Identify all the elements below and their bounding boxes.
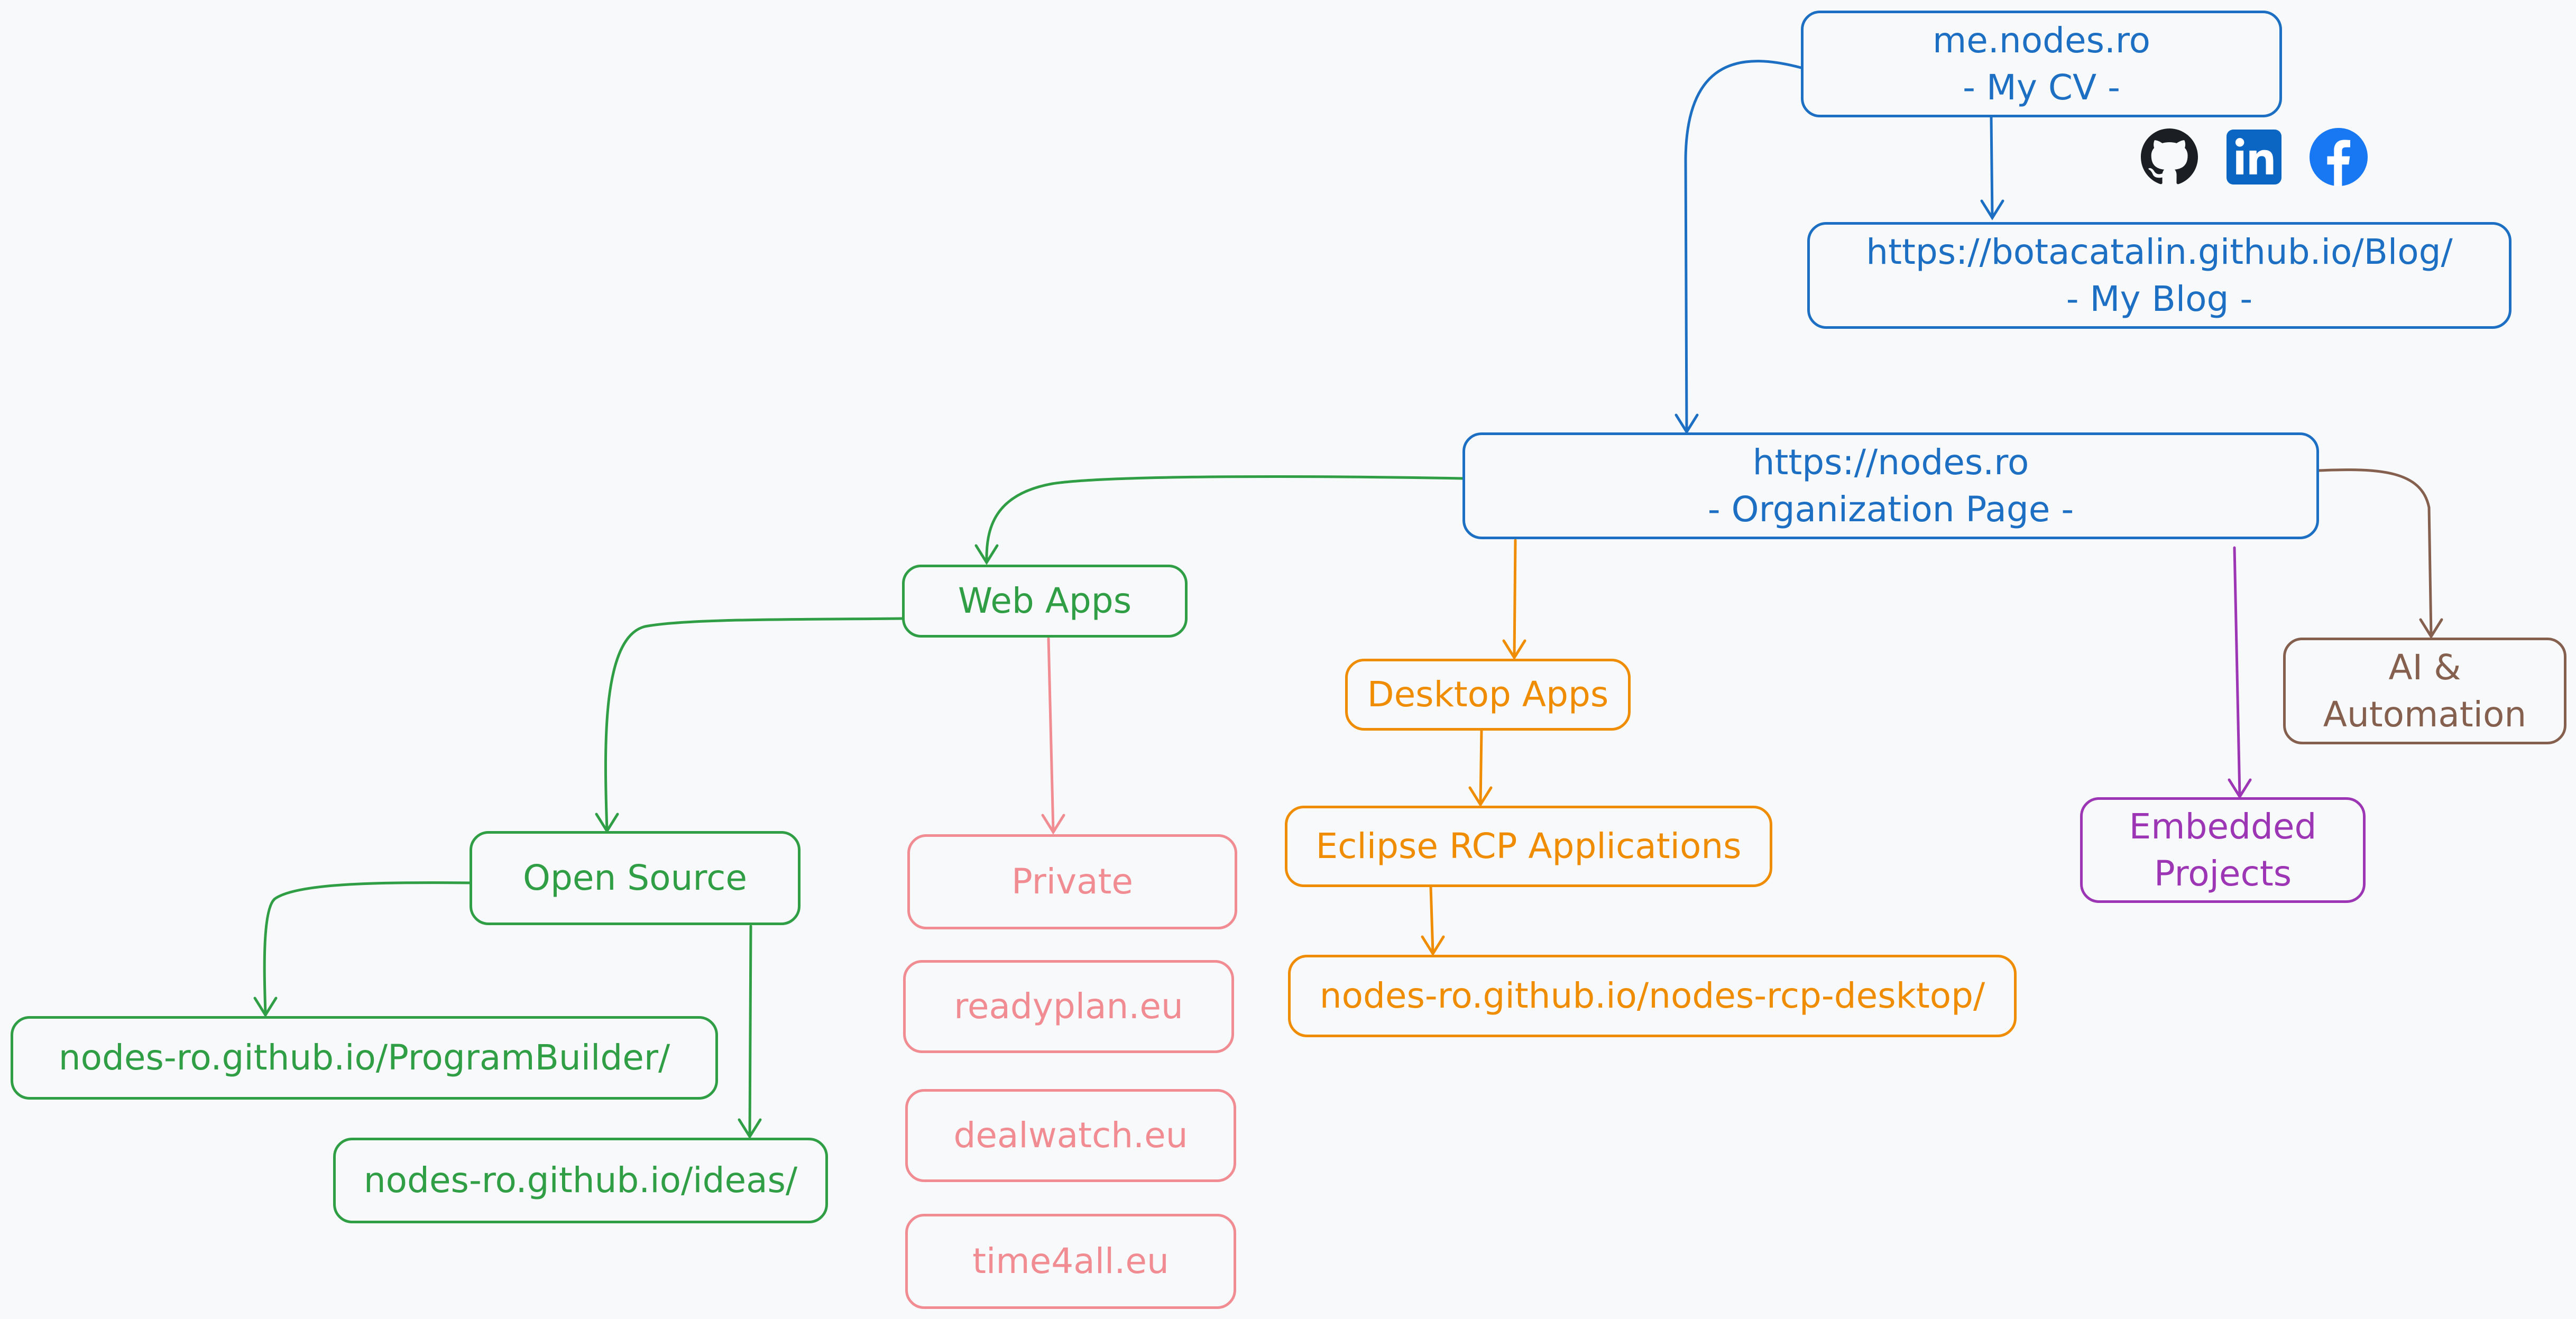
node-ai-line2: Automation — [2323, 694, 2527, 735]
edge-webapps-to-private — [1047, 637, 1055, 833]
edge-opensource-to-programbuilder — [263, 881, 471, 1016]
edge-eclipse-to-rcp — [1429, 886, 1434, 954]
node-program-builder-label: nodes-ro.github.io/ProgramBuilder/ — [58, 1037, 670, 1078]
edge-webapps-to-opensource — [604, 617, 904, 832]
github-icon[interactable] — [2138, 126, 2201, 188]
node-eclipse-rcp-label: Eclipse RCP Applications — [1315, 826, 1742, 867]
edge-cv-to-blog — [1990, 116, 1994, 218]
node-organization-url: https://nodes.ro — [1752, 441, 2029, 483]
edge-org-to-ai — [2317, 468, 2433, 637]
node-desktop-apps-label: Desktop Apps — [1367, 674, 1609, 715]
edge-org-to-embedded-arrowhead — [2228, 778, 2252, 799]
node-private[interactable]: Private — [907, 834, 1237, 929]
edge-webapps-to-private-arrowhead — [1041, 814, 1065, 835]
node-open-source-label: Open Source — [523, 857, 747, 899]
node-dealwatch[interactable]: dealwatch.eu — [905, 1089, 1236, 1182]
node-organization[interactable]: https://nodes.ro - Organization Page - — [1462, 432, 2319, 539]
edge-cv-to-org-arrowhead — [1675, 413, 1699, 435]
node-dealwatch-label: dealwatch.eu — [953, 1115, 1188, 1156]
node-cv[interactable]: me.nodes.ro - My CV - — [1801, 11, 2282, 117]
node-readyplan-label: readyplan.eu — [954, 986, 1183, 1027]
node-cv-url: me.nodes.ro — [1932, 20, 2151, 61]
node-embedded-projects[interactable]: Embedded Projects — [2080, 797, 2366, 903]
edge-opensource-to-ideas — [748, 925, 752, 1137]
edge-cv-to-org — [1684, 60, 1802, 432]
edge-org-to-desktop — [1513, 539, 1517, 658]
node-ideas-label: nodes-ro.github.io/ideas/ — [363, 1160, 798, 1201]
node-organization-caption: - Organization Page - — [1707, 489, 2074, 530]
node-embedded-line2: Projects — [2154, 853, 2292, 894]
node-readyplan[interactable]: readyplan.eu — [903, 960, 1234, 1053]
node-web-apps[interactable]: Web Apps — [902, 565, 1188, 638]
edge-org-to-webapps-arrowhead — [974, 544, 999, 565]
edge-opensource-to-programbuilder-arrowhead — [253, 997, 278, 1018]
node-cv-caption: - My CV - — [1963, 67, 2120, 108]
node-program-builder[interactable]: nodes-ro.github.io/ProgramBuilder/ — [11, 1016, 718, 1100]
edge-cv-to-blog-arrowhead — [1980, 199, 2004, 220]
node-blog-caption: - My Blog - — [2066, 279, 2253, 319]
node-blog[interactable]: https://botacatalin.github.io/Blog/ - My… — [1807, 222, 2511, 329]
node-ai-automation[interactable]: AI & Automation — [2283, 638, 2566, 744]
node-web-apps-label: Web Apps — [958, 580, 1132, 622]
edge-org-to-ai-arrowhead — [2419, 618, 2443, 639]
node-eclipse-rcp[interactable]: Eclipse RCP Applications — [1285, 806, 1772, 887]
node-private-label: Private — [1011, 861, 1134, 902]
edge-org-to-desktop-arrowhead — [1502, 639, 1526, 660]
node-time4all-label: time4all.eu — [972, 1241, 1169, 1282]
edge-eclipse-to-rcp-arrowhead — [1421, 935, 1445, 956]
edge-desktop-to-eclipse — [1479, 728, 1483, 805]
node-blog-url: https://botacatalin.github.io/Blog/ — [1866, 231, 2453, 272]
linkedin-icon[interactable] — [2223, 126, 2285, 188]
node-rcp-desktop-label: nodes-ro.github.io/nodes-rcp-desktop/ — [1319, 975, 1985, 1017]
node-ideas[interactable]: nodes-ro.github.io/ideas/ — [333, 1138, 828, 1223]
facebook-icon[interactable] — [2307, 126, 2370, 188]
node-ai-line1: AI & — [2388, 647, 2461, 688]
node-embedded-line1: Embedded — [2129, 806, 2317, 847]
node-time4all[interactable]: time4all.eu — [905, 1214, 1236, 1309]
edge-org-to-embedded — [2233, 546, 2241, 797]
node-desktop-apps[interactable]: Desktop Apps — [1345, 659, 1631, 731]
edge-desktop-to-eclipse-arrowhead — [1468, 786, 1493, 807]
edge-opensource-to-ideas-arrowhead — [738, 1118, 762, 1139]
edge-org-to-webapps — [985, 475, 1464, 563]
node-rcp-desktop[interactable]: nodes-ro.github.io/nodes-rcp-desktop/ — [1288, 955, 2017, 1037]
node-open-source[interactable]: Open Source — [470, 831, 801, 925]
